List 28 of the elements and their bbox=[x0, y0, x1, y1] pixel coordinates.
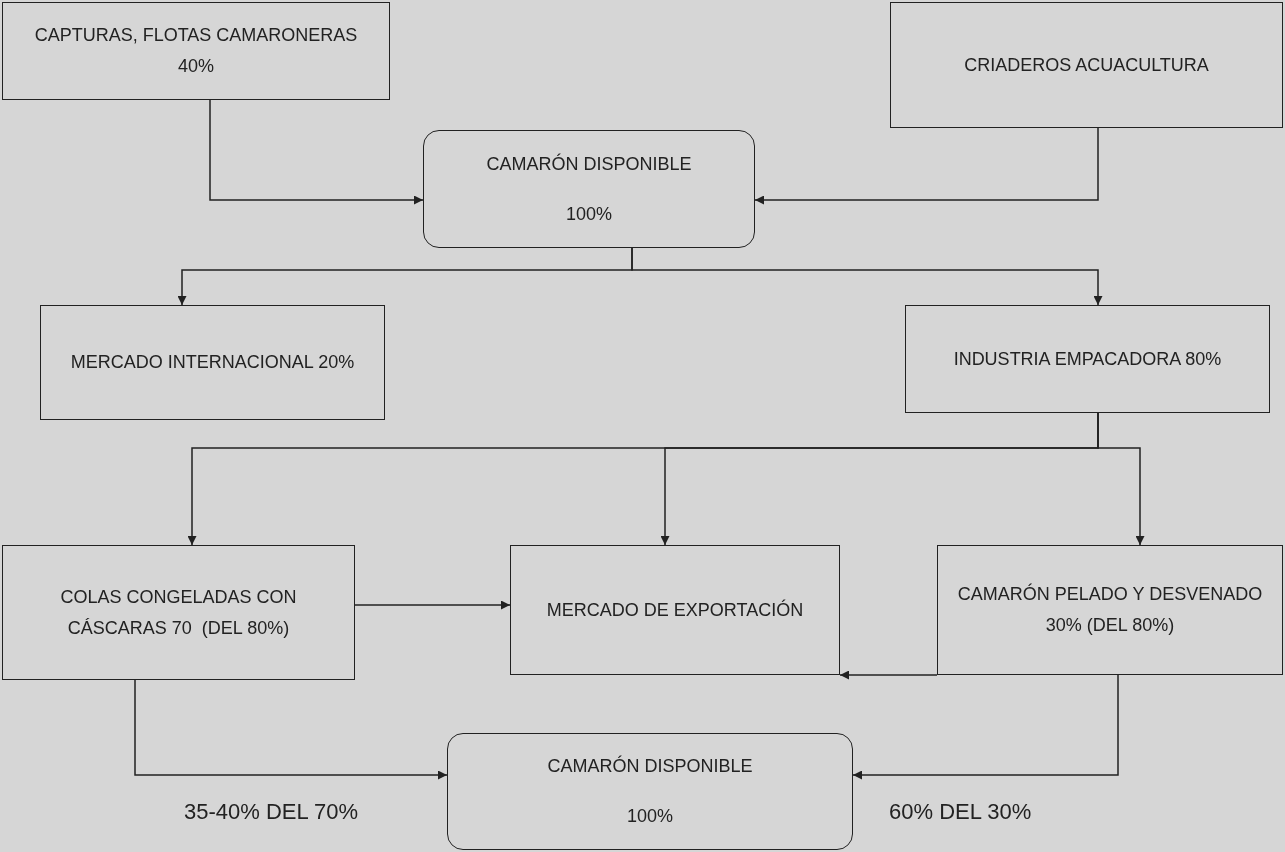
arrow bbox=[852, 674, 1119, 780]
process-box bbox=[890, 2, 1283, 128]
arrow bbox=[1097, 412, 1145, 546]
process-box bbox=[447, 733, 853, 850]
box-text: 100% bbox=[565, 202, 612, 226]
process-box bbox=[2, 545, 355, 680]
box-text: MERCADO DE EXPORTACIÓN bbox=[546, 598, 804, 622]
process-box bbox=[2, 2, 390, 100]
process-box bbox=[510, 545, 840, 675]
box-text: CAPTURAS, FLOTAS CAMARONERAS 40% bbox=[33, 24, 359, 78]
arrow bbox=[754, 127, 1099, 205]
box-text: CAMARÓN PELADO Y DESVENADO 30% (DEL 80%) bbox=[956, 582, 1264, 637]
box-text: INDUSTRIA EMPACADORA 80% bbox=[953, 347, 1222, 371]
box-text: CAMARÓN DISPONIBLE bbox=[547, 754, 753, 779]
box-text: 100% bbox=[626, 804, 673, 828]
arrow bbox=[631, 247, 1103, 306]
process-box bbox=[40, 305, 385, 420]
box-text: CRIADEROS ACUACULTURA bbox=[964, 53, 1209, 77]
arrow bbox=[209, 99, 424, 205]
arrow bbox=[134, 679, 448, 780]
box-text: CAMARÓN DISPONIBLE bbox=[486, 152, 692, 176]
arrow bbox=[839, 670, 938, 680]
process-box bbox=[937, 545, 1283, 675]
process-box bbox=[423, 130, 755, 248]
box-text: COLAS CONGELADAS CON CÁSCARAS 70 (DEL 80%) bbox=[59, 585, 298, 640]
box-text: MERCADO INTERNACIONAL 20% bbox=[70, 351, 355, 375]
process-box bbox=[905, 305, 1270, 413]
arrow bbox=[354, 600, 511, 610]
